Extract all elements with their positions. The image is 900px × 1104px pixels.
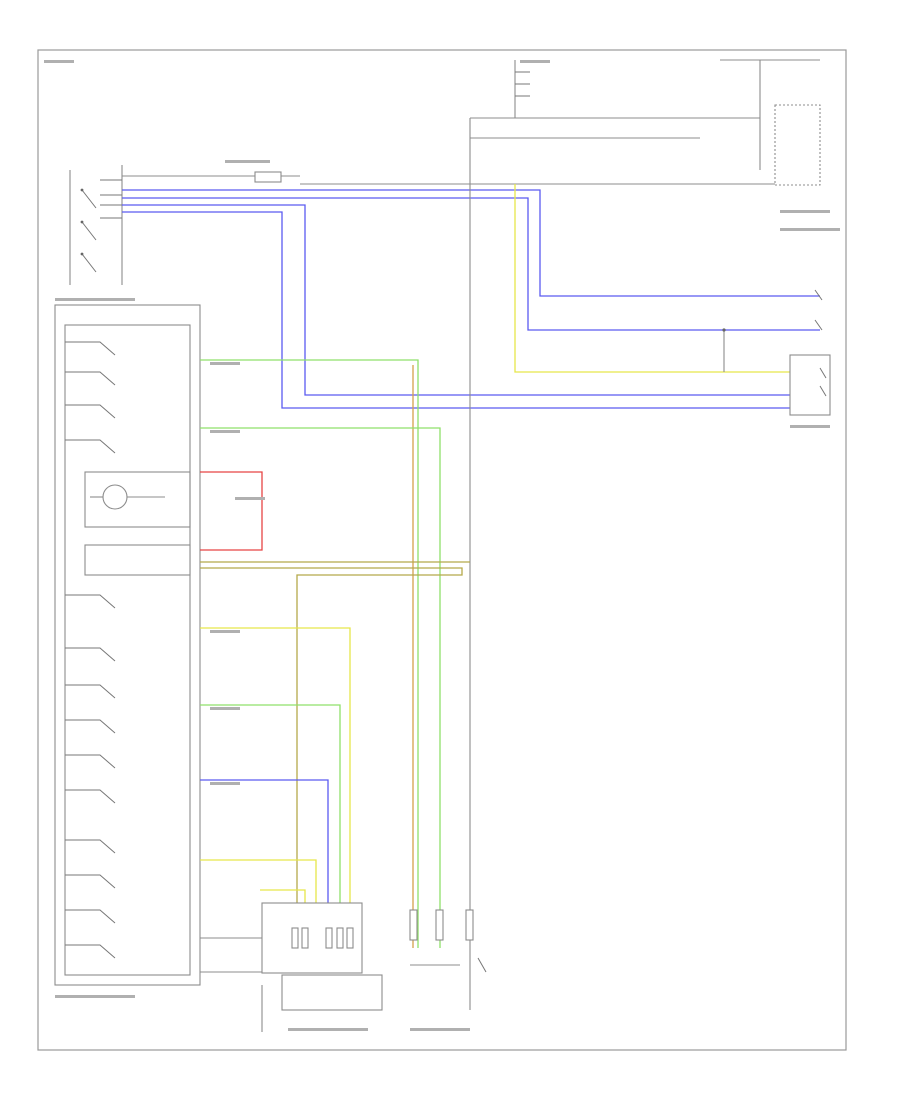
blower-motor-box (722, 289, 831, 416)
lamp-symbol (84, 471, 191, 528)
red-wire-loop (200, 471, 263, 551)
tiny-labels (44, 60, 840, 1031)
blower-switch-assembly (69, 165, 123, 285)
recirc-motor (409, 909, 487, 1010)
control-panel (54, 304, 201, 986)
relay-area (469, 59, 821, 1000)
top-connector (122, 171, 300, 183)
bottom-gray-wires (200, 937, 263, 1032)
panel-signal-wires (200, 359, 470, 948)
blower-blue-wires (122, 189, 820, 409)
control-module (261, 902, 383, 1011)
diagram-frame (37, 49, 847, 1051)
module-pins (291, 927, 354, 949)
panel-switches (65, 341, 116, 959)
